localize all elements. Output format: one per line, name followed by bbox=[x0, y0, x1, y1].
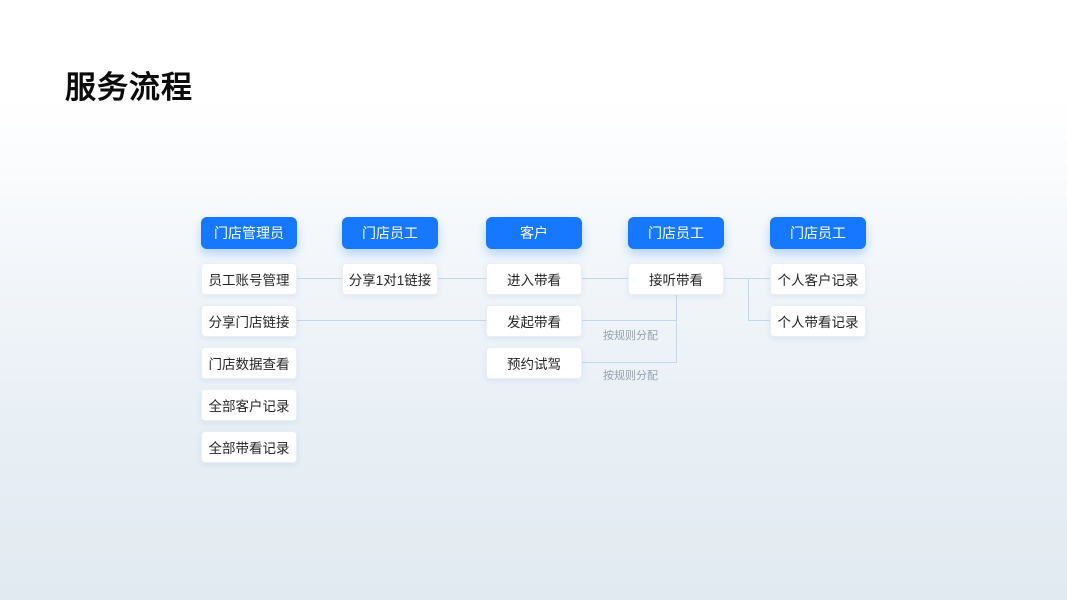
connector-line bbox=[582, 278, 628, 279]
connector-line bbox=[748, 320, 770, 321]
connector-line bbox=[582, 362, 676, 363]
connector-label: 按规则分配 bbox=[603, 370, 658, 382]
flow-card: 进入带看 bbox=[486, 263, 582, 295]
flow-card: 全部带看记录 bbox=[201, 431, 297, 463]
connector-line bbox=[676, 295, 677, 363]
role-header-col4: 门店员工 bbox=[628, 217, 724, 249]
flow-card: 预约试驾 bbox=[486, 347, 582, 379]
connector-line bbox=[297, 278, 342, 279]
flow-card: 接听带看 bbox=[628, 263, 724, 295]
page-title: 服务流程 bbox=[65, 70, 193, 105]
flow-card: 发起带看 bbox=[486, 305, 582, 337]
flow-card: 分享1对1链接 bbox=[342, 263, 438, 295]
role-header-col3: 客户 bbox=[486, 217, 582, 249]
flow-card: 个人带看记录 bbox=[770, 305, 866, 337]
flow-card: 门店数据查看 bbox=[201, 347, 297, 379]
flow-card: 员工账号管理 bbox=[201, 263, 297, 295]
connector-label: 按规则分配 bbox=[603, 330, 658, 342]
connector-line bbox=[438, 278, 486, 279]
flow-card: 个人客户记录 bbox=[770, 263, 866, 295]
connector-line bbox=[748, 278, 749, 321]
connector-line bbox=[724, 278, 770, 279]
role-header-col2: 门店员工 bbox=[342, 217, 438, 249]
connector-line bbox=[582, 320, 676, 321]
flow-card: 分享门店链接 bbox=[201, 305, 297, 337]
role-header-col5: 门店员工 bbox=[770, 217, 866, 249]
flow-card: 全部客户记录 bbox=[201, 389, 297, 421]
role-header-col1: 门店管理员 bbox=[201, 217, 297, 249]
connector-line bbox=[297, 320, 486, 321]
